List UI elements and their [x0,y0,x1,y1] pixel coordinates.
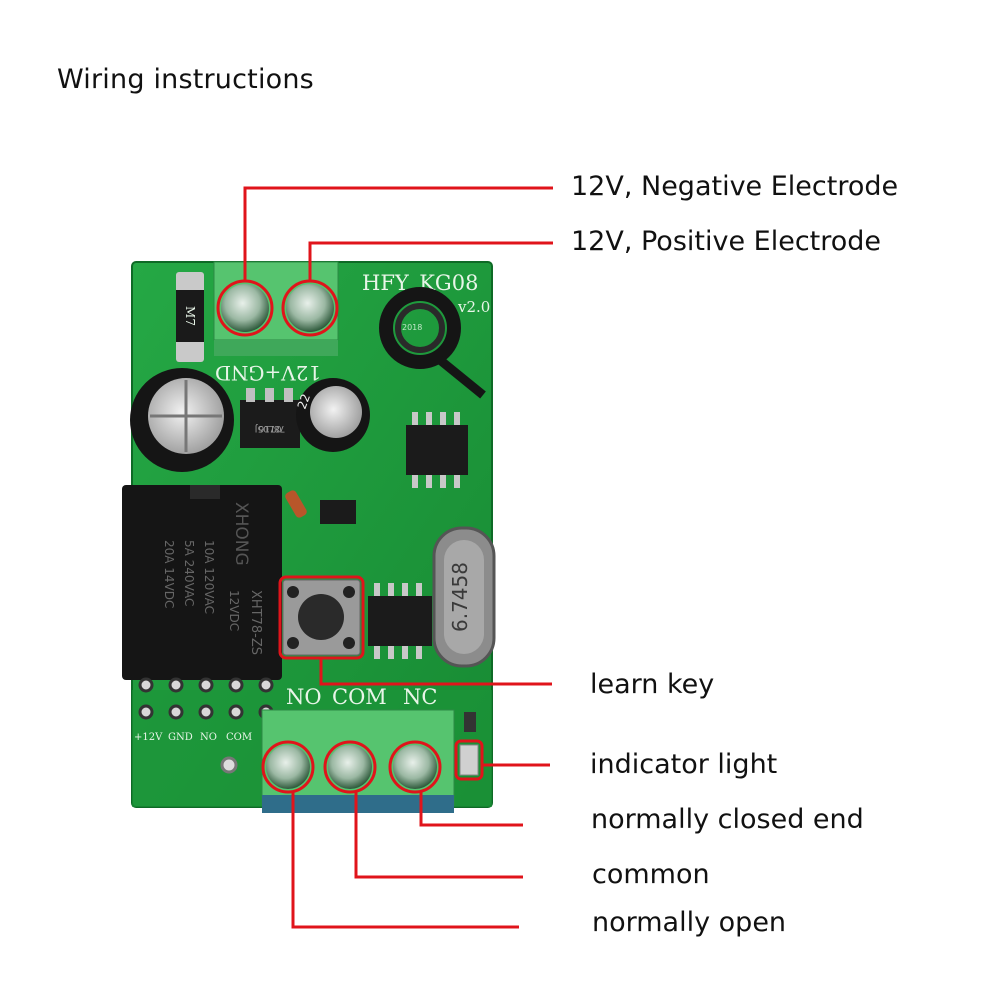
svg-text:GND: GND [168,732,193,743]
ic-chip-upper [406,425,468,475]
output-terminal-block [261,709,455,813]
crystal-oscillator: 6.7458 [432,526,496,668]
voltage-regulator: 78L05J 0716 [240,388,300,448]
annotation-positive-electrode: 12V, Positive Electrode [571,226,882,257]
annotation-normally-closed: normally closed end [591,804,864,835]
electrolytic-capacitor-large [130,368,234,472]
learn-key-button [282,579,361,656]
annotation-learn-key: learn key [590,669,715,700]
svg-text:20A 14VDC: 20A 14VDC [162,540,176,608]
svg-text:NO: NO [200,732,217,743]
svg-text:v2.0: v2.0 [457,298,490,316]
svg-text:COM: COM [226,732,252,743]
svg-text:5A 240VAC: 5A 240VAC [182,540,196,606]
diode-m7: M7 [176,272,204,362]
com-screw [328,745,372,789]
svg-text:XHONG: XHONG [231,502,251,566]
annotation-normally-open: normally open [592,907,787,938]
power-terminal-block: 12V+GND [213,261,339,385]
svg-text:78L05J: 78L05J [255,423,286,433]
antenna-coil: 2018 [379,287,486,399]
electrolytic-capacitor-small: 22 [295,378,370,452]
ic-chip-lower [368,596,432,646]
relay: XHONG XHT78-ZS 12VDC 10A 120VAC 5A 240VA… [122,485,282,680]
svg-text:6.7458: 6.7458 [448,562,472,632]
indicator-led [459,744,479,776]
gnd-screw [221,284,269,332]
svg-text:12VDC: 12VDC [227,590,241,631]
svg-text:NC: NC [403,685,437,709]
svg-text:2018: 2018 [402,323,422,332]
annotation-common: common [592,859,710,890]
svg-text:NO: NO [286,685,322,709]
no-screw [266,745,310,789]
svg-text:COM: COM [332,685,387,709]
svg-text:M7: M7 [183,306,197,326]
header-pins [138,677,274,720]
svg-text:0716: 0716 [258,423,281,433]
svg-text:+12V: +12V [134,732,163,743]
svg-text:12V+GND: 12V+GND [215,361,321,385]
nc-screw [393,745,437,789]
svg-text:XHT78-ZS: XHT78-ZS [248,590,263,655]
annotation-negative-electrode: 12V, Negative Electrode [571,171,899,202]
svg-text:22: 22 [295,392,313,411]
svg-text:10A 120VAC: 10A 120VAC [202,540,216,614]
page-title: Wiring instructions [57,64,314,95]
vplus-screw [286,284,334,332]
annotation-indicator-light: indicator light [590,749,778,780]
